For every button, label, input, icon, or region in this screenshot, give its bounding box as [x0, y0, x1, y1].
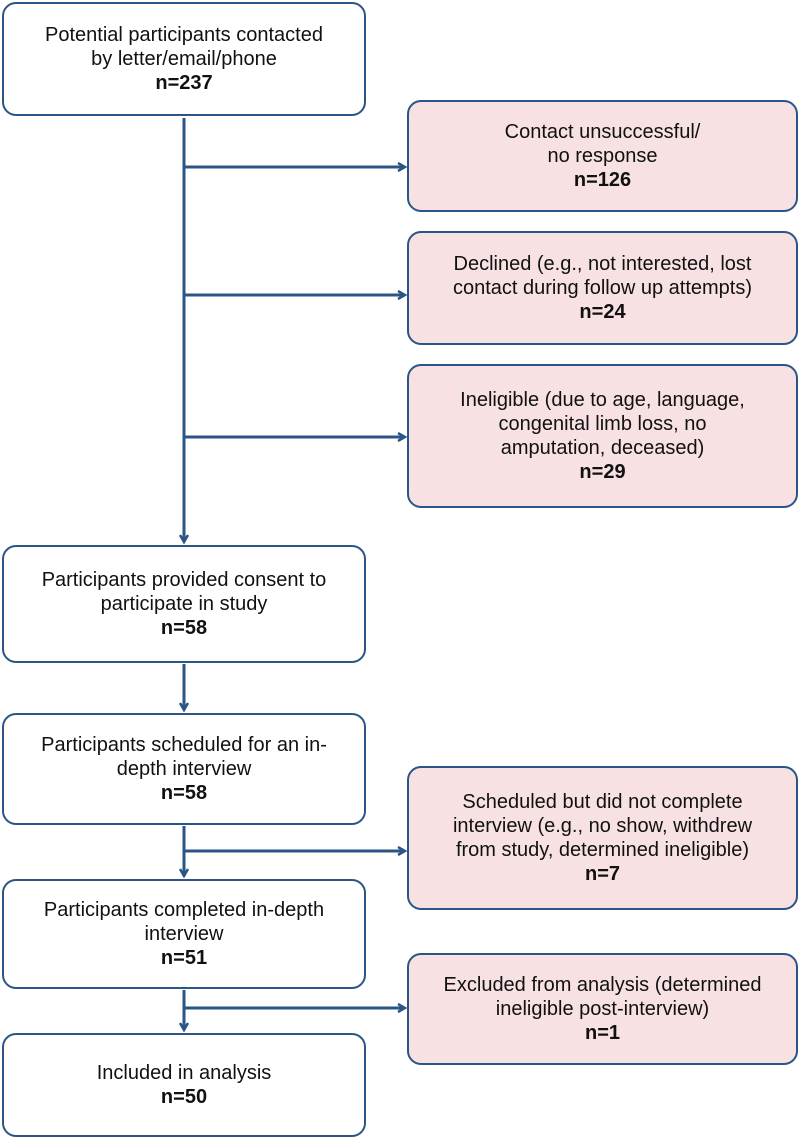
- contacted-count: n=237: [155, 72, 213, 94]
- no-response-line-2: no response: [547, 145, 658, 167]
- ineligible-box: Ineligible (due to age, language, congen…: [407, 364, 798, 508]
- declined-box: Declined (e.g., not interested, lost con…: [407, 231, 798, 345]
- not-completed-line-2: interview (e.g., no show, withdrew: [452, 815, 753, 837]
- consent-box: Participants provided consent to partici…: [2, 545, 366, 663]
- declined-line-1: Declined (e.g., not interested, lost: [453, 253, 752, 275]
- consent-line-2: participate in study: [100, 593, 268, 615]
- declined-count: n=24: [579, 301, 626, 323]
- scheduled-count: n=58: [160, 782, 208, 804]
- scheduled-line-1: Participants scheduled for an in-: [41, 734, 327, 756]
- ineligible-line-3: amputation, deceased): [500, 437, 705, 459]
- included-line-1: Included in analysis: [96, 1062, 272, 1084]
- not-completed-box: Scheduled but did not complete interview…: [407, 766, 798, 910]
- excluded-box: Excluded from analysis (determined ineli…: [407, 953, 798, 1065]
- excluded-line-1: Excluded from analysis (determined: [443, 974, 762, 996]
- contacted-box: Potential participants contacted by lett…: [2, 2, 366, 116]
- scheduled-line-2: depth interview: [116, 758, 252, 780]
- declined-line-2: contact during follow up attempts): [452, 277, 753, 299]
- ineligible-count: n=29: [579, 461, 626, 483]
- excluded-line-2: ineligible post-interview): [495, 998, 710, 1020]
- ineligible-line-2: congenital limb loss, no: [498, 413, 707, 435]
- ineligible-line-1: Ineligible (due to age, language,: [460, 389, 745, 411]
- included-count: n=50: [160, 1086, 208, 1108]
- consent-count: n=58: [160, 617, 208, 639]
- completed-box: Participants completed in-depth intervie…: [2, 879, 366, 989]
- not-completed-line-3: from study, determined ineligible): [455, 839, 750, 861]
- completed-line-1: Participants completed in-depth: [43, 899, 325, 921]
- not-completed-line-1: Scheduled but did not complete: [462, 791, 743, 813]
- contacted-line-2: by letter/email/phone: [91, 48, 277, 70]
- no-response-box: Contact unsuccessful/ no response n=126: [407, 100, 798, 212]
- contacted-line-1: Potential participants contacted: [45, 24, 323, 46]
- no-response-line-1: Contact unsuccessful/: [504, 121, 701, 143]
- completed-line-2: interview: [144, 923, 224, 945]
- consent-line-1: Participants provided consent to: [41, 569, 327, 591]
- included-box: Included in analysis n=50: [2, 1033, 366, 1137]
- completed-count: n=51: [160, 947, 208, 969]
- no-response-count: n=126: [573, 169, 632, 191]
- not-completed-count: n=7: [584, 863, 621, 885]
- scheduled-box: Participants scheduled for an in- depth …: [2, 713, 366, 825]
- excluded-count: n=1: [584, 1022, 621, 1044]
